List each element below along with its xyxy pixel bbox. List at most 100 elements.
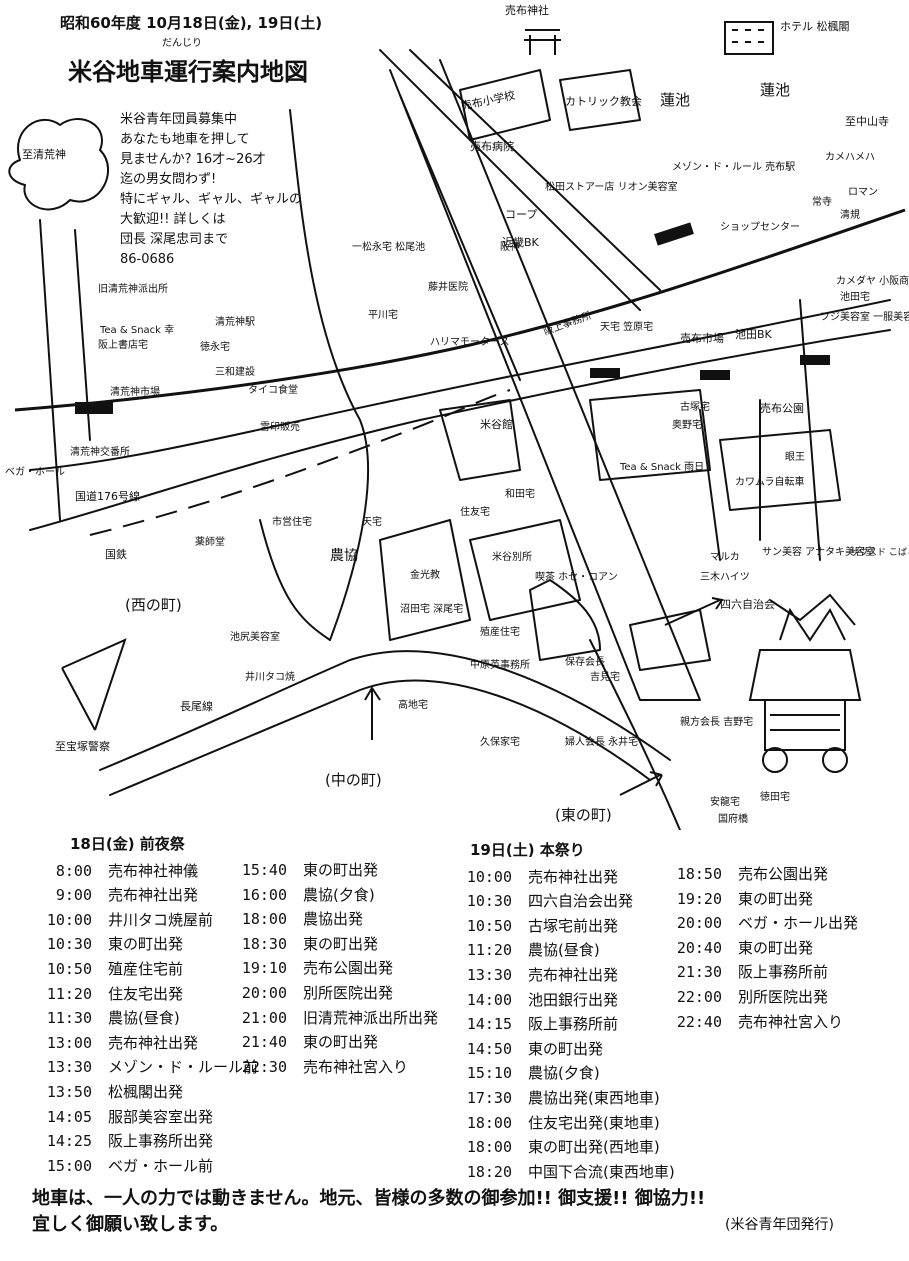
label-sanwa: 三和建設 [215, 365, 255, 378]
nagao-road-2 [109, 679, 651, 796]
block-8 [469, 519, 581, 621]
schedule-time: 10:00 [46, 910, 92, 929]
label-kiyoshi-kojin: 至清荒神 [22, 147, 66, 161]
schedule-event: 古塚宅前出発 [528, 916, 619, 935]
label-sanmoku: 三木ハイツ [700, 571, 750, 583]
label-jouji: 常寺 [812, 195, 832, 208]
kiyoshi-cloud [8, 118, 110, 211]
label-imagawa: 井川タコ焼 [245, 670, 295, 683]
block-3 [719, 429, 841, 511]
label-beikoku-kan: 米谷館 [480, 417, 513, 431]
schedule-event: 東の町出発 [738, 938, 814, 957]
schedule-time: 18:20 [466, 1162, 512, 1181]
label-takarazuka-police: 至宝塚警察 [55, 739, 110, 753]
main-diagonal-road [389, 59, 701, 701]
schedule-time: 18:00 [466, 1113, 512, 1132]
road-lower-vertical [259, 519, 331, 641]
label-ikejiri: 池尻美容室 [230, 630, 280, 643]
label-sausado: サウスド こばとけ [850, 547, 909, 558]
label-kinki-bk: 近畿BK [502, 235, 540, 249]
page-title: 米谷地車運行案内地図 [68, 58, 308, 86]
label-bega: ベガ・ホール [5, 466, 65, 478]
schedule-event: 別所医院出発 [738, 987, 829, 1006]
schedule-event: 別所医院出発 [303, 983, 394, 1002]
label-tenso: 天宅 笠原宅 [600, 320, 653, 333]
label-kissa-hose: 喫茶 ホセ・コアン [535, 570, 618, 583]
route-176-road [29, 329, 891, 531]
schedule-time: 13:50 [46, 1082, 92, 1101]
label-kokutetsu: 国鉄 [105, 547, 127, 561]
route-176-road-2 [29, 299, 891, 471]
schedule-time: 18:00 [466, 1138, 512, 1157]
footer-message: 地車は、一人の力では動きません。地元、皆様の多数の御参加!! 御支援!! 御協力… [32, 1186, 705, 1238]
label-kunikatabashi: 国府橋 [718, 812, 748, 825]
jr-railway [89, 389, 511, 536]
block-9 [379, 519, 471, 641]
recruit-line: 米谷青年団員募集中 [120, 112, 238, 127]
schedule-row: 18:00 東の町出発(西地車) [450, 1135, 675, 1160]
label-tea-snack2: Tea & Snack 雨日 [619, 462, 704, 473]
schedule-time: 15:40 [241, 861, 287, 879]
schedule-event: 殖産住宅前 [108, 959, 184, 978]
schedule-event: 東の町出発 [303, 861, 379, 879]
label-hirakawa: 平川宅 [368, 308, 398, 321]
footer-line2: 宜しく御願い致します。 [32, 1214, 229, 1235]
label-kiyoshi-eki: 清荒神駅 [215, 315, 255, 328]
schedule-time: 19:20 [676, 889, 722, 908]
schedule-event: 東の町出発 [528, 1039, 604, 1058]
schedule-time: 15:00 [46, 1156, 92, 1175]
label-kamedaya: カメダヤ 小阪商店 [836, 274, 909, 287]
label-fuji-byoin: 藤井医院 [428, 280, 468, 293]
schedule-time: 17:30 [466, 1088, 512, 1107]
schedule-row: 19:20 東の町出発 [660, 887, 858, 912]
schedule-time: 11:20 [466, 941, 512, 960]
schedule-event: 旧清荒神派出所出発 [303, 1008, 439, 1027]
label-taiko: タイコ食堂 [248, 383, 298, 396]
label-hanshin: 阪神 [500, 240, 520, 253]
schedule-time: 13:00 [46, 1033, 92, 1052]
schedule-event: 池田銀行出発 [528, 990, 619, 1009]
schedule-time: 8:00 [55, 861, 92, 880]
schedule-event: 農協(夕食) [528, 1064, 600, 1083]
railway-stations [75, 222, 830, 414]
schedule-time: 14:25 [46, 1132, 92, 1151]
recruit-line: あなたも地車を押して [120, 132, 250, 147]
schedule-event: 服部美容室出発 [108, 1107, 214, 1126]
schedule-time: 9:00 [55, 886, 92, 905]
schedule-time: 22:40 [676, 1012, 722, 1031]
block-2 [589, 389, 711, 481]
main-diagonal-road-inner [399, 94, 521, 381]
schedule-event: 東の町出発(西地車) [528, 1138, 660, 1157]
label-hasuike2: 蓮池 [760, 81, 790, 99]
schedule-event: 東の町出発 [738, 889, 814, 908]
recruit-notice: 米谷青年団員募集中あなたも地車を押して見ませんか? 16才~26才迄の男女問わず… [120, 110, 302, 270]
route-arrows [364, 597, 724, 796]
schedule-time: 11:20 [46, 984, 92, 1003]
nagao-road [99, 650, 671, 771]
header-date: 昭和60年度 10月18日(金), 19日(土) [60, 14, 323, 32]
